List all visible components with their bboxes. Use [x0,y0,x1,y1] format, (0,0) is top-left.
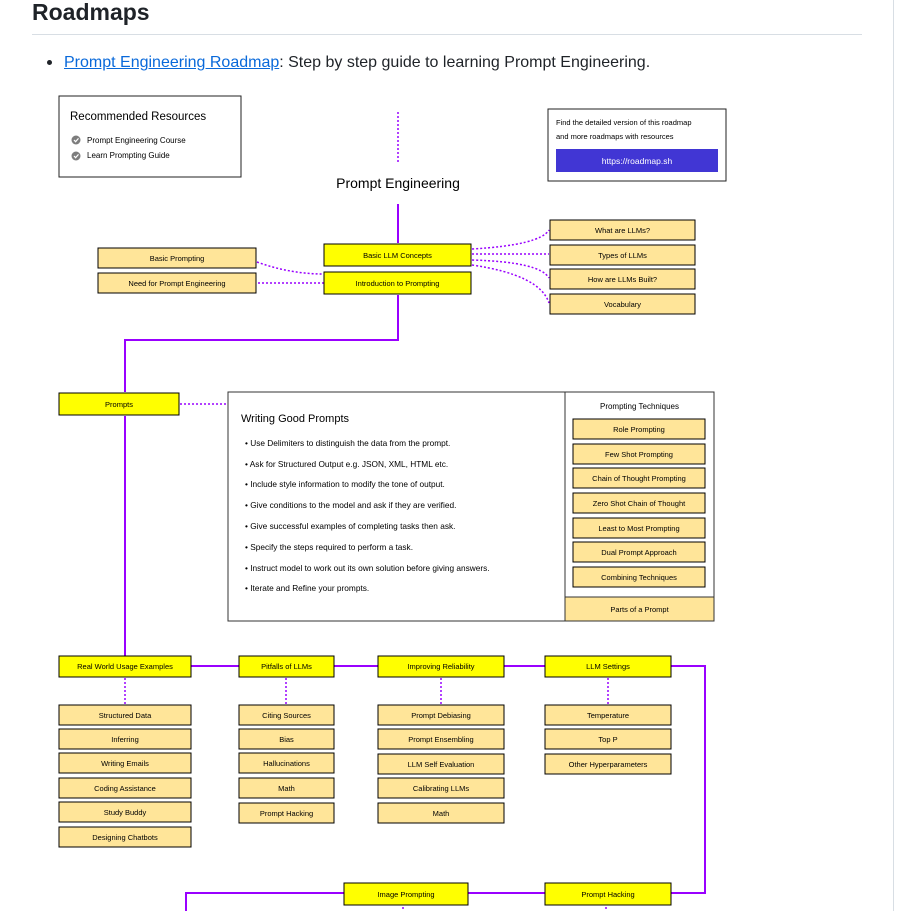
node-image-prompting [343,882,469,906]
node-parts-of-prompt [564,596,715,622]
node-real-world [58,655,192,678]
svg-text:• Instruct model to work out i: • Instruct model to work out its own sol… [245,563,490,573]
cta-button[interactable] [556,149,718,172]
list-bullet [47,60,52,65]
check-circle-icon [71,135,81,145]
svg-text:Temperature: Temperature [587,711,629,720]
svg-text:What are LLMs?: What are LLMs? [595,226,650,235]
right-border [893,0,894,911]
svg-text:Math: Math [278,784,295,793]
svg-text:Combining Techniques: Combining Techniques [601,573,677,582]
cta-box: Find the detailed version of this roadma… [547,108,727,182]
svg-text:How are LLMs Built?: How are LLMs Built? [588,275,657,284]
heading-divider [32,34,862,35]
svg-text:Writing Emails: Writing Emails [101,759,149,768]
svg-text:• Use Delimiters to distinguis: • Use Delimiters to distinguish the data… [245,438,450,448]
svg-text:Introduction to Prompting: Introduction to Prompting [356,279,440,288]
node-pitfalls [238,655,335,678]
svg-text:• Include style information to: • Include style information to modify th… [245,479,445,489]
node-prompt-hacking [544,882,672,906]
svg-text:Top P: Top P [598,735,617,744]
svg-text:Vocabulary: Vocabulary [604,300,641,309]
svg-text:Pitfalls of LLMs: Pitfalls of LLMs [261,662,312,671]
node-reliability [377,655,505,678]
svg-text:Improving Reliability: Improving Reliability [407,662,474,671]
check-circle-icon [71,151,81,161]
svg-text:Bias: Bias [279,735,294,744]
svg-text:Need for Prompt Engineering: Need for Prompt Engineering [128,279,225,288]
node-llm-settings [544,655,672,678]
svg-text:• Give successful examples of: • Give successful examples of completing… [245,521,455,531]
svg-text:Real World Usage Examples: Real World Usage Examples [77,662,173,671]
svg-text:Designing Chatbots: Designing Chatbots [92,833,158,842]
page-title: Roadmaps [32,0,150,25]
node-what-are-llms [549,219,696,241]
prompting-techniques-box: Prompting Techniques Role Prompting Few … [564,391,715,622]
node-basic-llm-concepts [323,243,472,267]
node-types-of-llms [549,244,696,266]
list-item: Prompt Engineering Roadmap: Step by step… [64,52,650,74]
svg-text:Math: Math [433,809,450,818]
resource-item: Prompt Engineering Course [87,136,186,145]
writing-good-prompts-box: Writing Good Prompts • Use Delimiters to… [227,391,566,622]
cta-button-label: https://roadmap.sh [602,156,673,166]
svg-text:Types of LLMs: Types of LLMs [598,251,647,260]
svg-text:Other Hyperparameters: Other Hyperparameters [569,760,648,769]
svg-text:Basic LLM Concepts: Basic LLM Concepts [363,251,432,260]
resource-item: Learn Prompting Guide [87,151,170,160]
svg-text:Few Shot Prompting: Few Shot Prompting [605,450,673,459]
node-basic-prompting [97,247,257,269]
node-need-for-pe [97,272,257,294]
techniques-title: Prompting Techniques [600,402,679,411]
svg-text:Citing Sources: Citing Sources [262,711,311,720]
svg-text:• Specify the steps required t: • Specify the steps required to perform … [245,542,413,552]
svg-text:• Give conditions to the model: • Give conditions to the model and ask i… [245,500,456,510]
svg-text:Least to Most Prompting: Least to Most Prompting [598,524,679,533]
svg-text:Prompts: Prompts [105,400,133,409]
roadmap-link[interactable]: Prompt Engineering Roadmap [64,54,280,71]
svg-text:Prompt Hacking: Prompt Hacking [581,890,634,899]
svg-text:Basic Prompting: Basic Prompting [150,254,205,263]
svg-text:Calibrating LLMs: Calibrating LLMs [413,784,470,793]
svg-text:LLM Self Evaluation: LLM Self Evaluation [408,760,475,769]
svg-text:Prompt Debiasing: Prompt Debiasing [411,711,471,720]
node-how-llms-built [549,268,696,290]
svg-text:LLM Settings: LLM Settings [586,662,630,671]
svg-text:Inferring: Inferring [111,735,139,744]
svg-text:Structured Data: Structured Data [99,711,152,720]
svg-text:Zero Shot Chain of Thought: Zero Shot Chain of Thought [593,499,686,508]
cta-line-2: and more roadmaps with resources [556,132,674,141]
roadmap-description: : Step by step guide to learning Prompt … [279,54,651,71]
svg-text:Parts of a Prompt: Parts of a Prompt [610,605,669,614]
svg-text:Dual Prompt Approach: Dual Prompt Approach [601,548,676,557]
svg-text:Prompt Hacking: Prompt Hacking [260,809,313,818]
roadmap-title: Prompt Engineering [336,175,460,191]
resources-title: Recommended Resources [70,111,206,123]
svg-text:• Iterate and Refine your prom: • Iterate and Refine your prompts. [245,583,369,593]
svg-text:Coding Assistance: Coding Assistance [94,784,156,793]
svg-text:Image Prompting: Image Prompting [377,890,434,899]
recommended-resources-box: Recommended Resources Prompt Engineering… [58,95,242,178]
node-prompts [58,392,180,416]
node-vocabulary [549,293,696,315]
svg-text:Chain of Thought Prompting: Chain of Thought Prompting [592,474,686,483]
svg-text:• Ask for Structured Output e.: • Ask for Structured Output e.g. JSON, X… [245,459,448,469]
svg-text:Prompt Ensembling: Prompt Ensembling [408,735,473,744]
svg-text:Role Prompting: Role Prompting [613,425,665,434]
node-intro-prompting [323,271,472,295]
cta-line-1: Find the detailed version of this roadma… [556,118,692,127]
svg-text:Study Buddy: Study Buddy [104,808,147,817]
svg-text:Hallucinations: Hallucinations [263,759,310,768]
writing-title: Writing Good Prompts [241,413,350,425]
